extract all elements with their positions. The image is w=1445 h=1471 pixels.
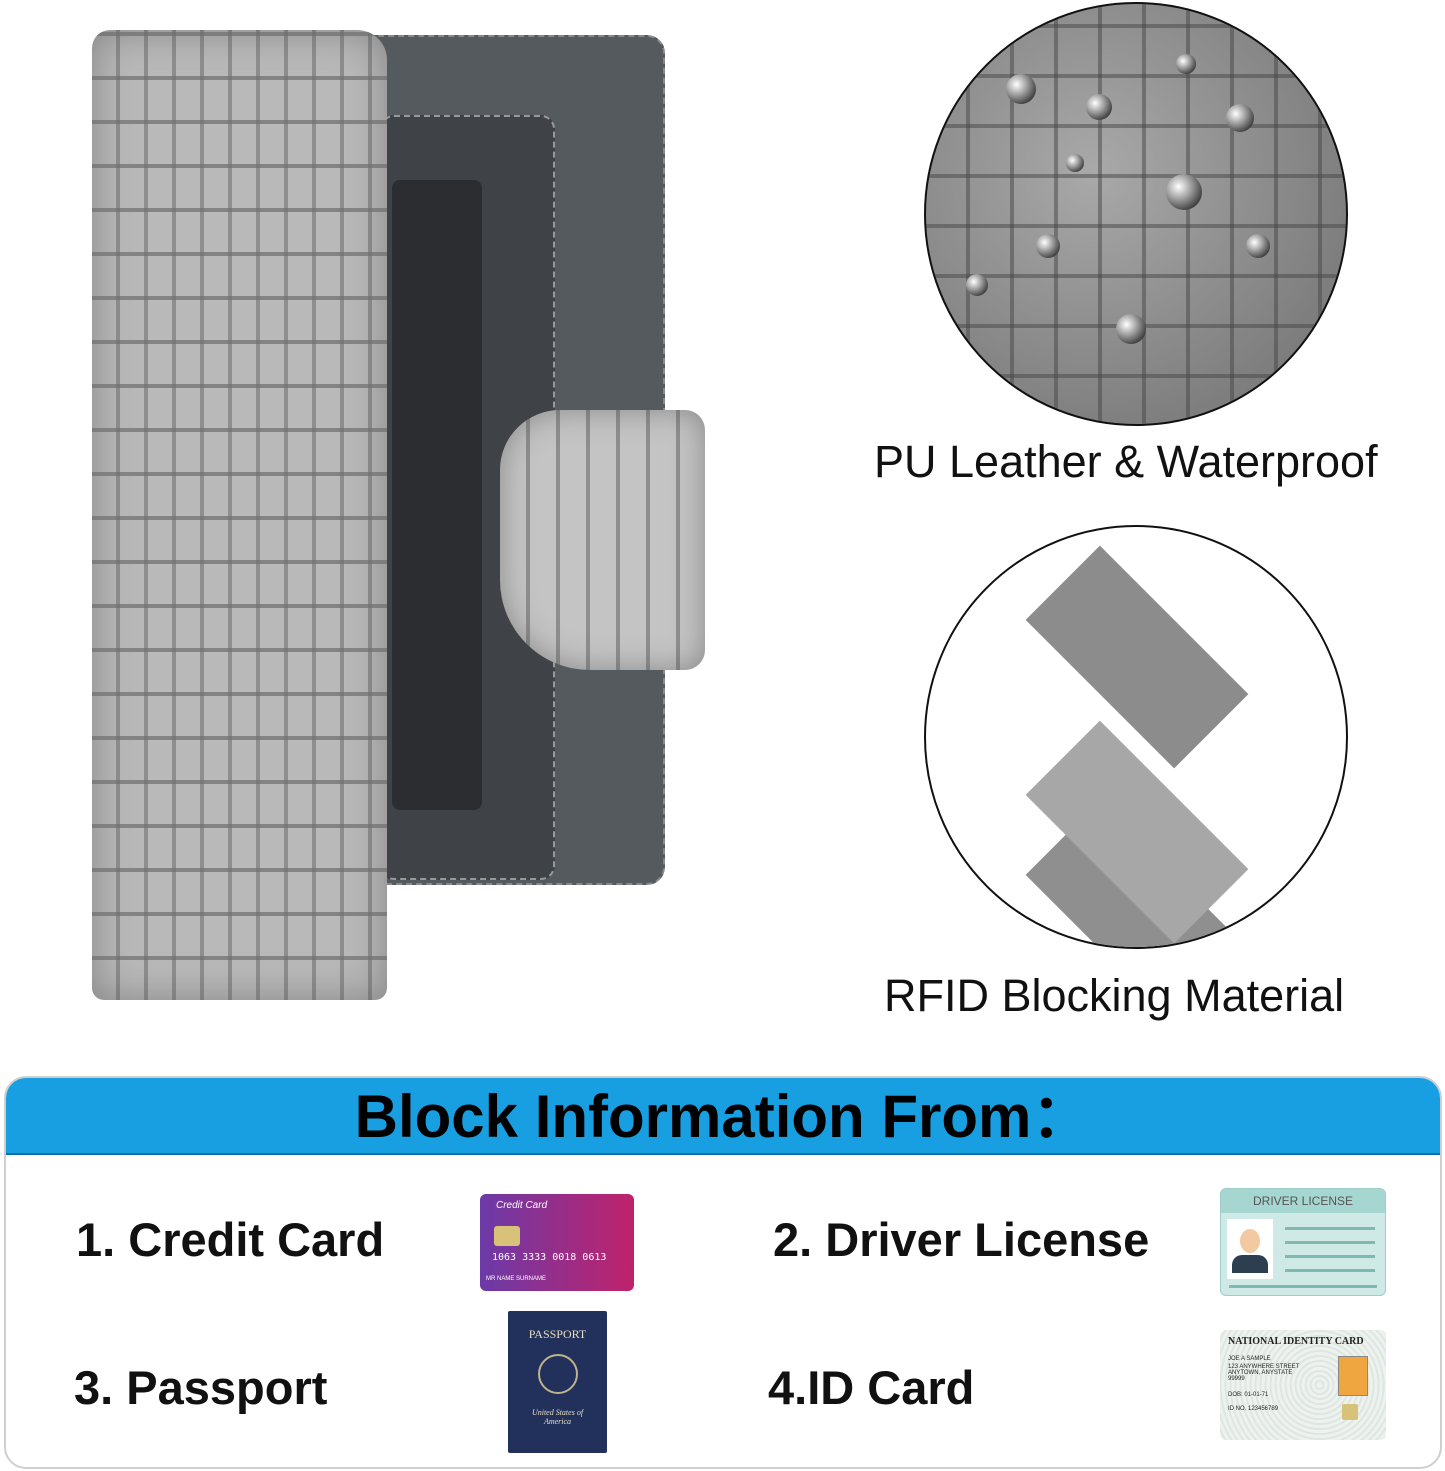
id-card-dob: DOB: 01-01-71 — [1228, 1392, 1269, 1398]
credit-card-number: 1063 3333 0018 0613 — [492, 1252, 607, 1263]
item-credit-card: 1. Credit Card — [76, 1213, 385, 1266]
waterproof-leather-image — [924, 2, 1348, 426]
credit-card-holder: MR NAME SURNAME — [486, 1276, 547, 1282]
passport-title: PASSPORT — [528, 1327, 587, 1341]
driver-license-thumbnail: DRIVER LICENSE — [1220, 1188, 1386, 1296]
passport-country: United States of America — [531, 1408, 584, 1426]
driver-license-title: DRIVER LICENSE — [1221, 1189, 1385, 1213]
item-driver-license: 2. Driver License — [773, 1213, 1150, 1266]
id-card-title: NATIONAL IDENTITY CARD — [1228, 1336, 1364, 1347]
feature-caption-rfid: RFID Blocking Material — [884, 970, 1345, 1021]
wallet-cover — [92, 30, 387, 1000]
wallet-snap-strap — [500, 410, 705, 670]
wallet-image — [0, 0, 720, 1010]
credit-card-title: Credit Card — [496, 1200, 548, 1211]
id-photo-icon — [1338, 1356, 1368, 1396]
chip-icon — [494, 1226, 520, 1246]
item-id-card: 4.ID Card — [768, 1361, 975, 1414]
feature-caption-waterproof: PU Leather & Waterproof — [874, 436, 1378, 487]
rfid-layers-image — [924, 525, 1348, 949]
item-passport: 3. Passport — [74, 1361, 328, 1414]
chip-icon — [1342, 1404, 1358, 1420]
wallet-id-window — [392, 180, 482, 810]
id-card-name: JOE A SAMPLE — [1228, 1356, 1271, 1362]
block-info-panel: Block Information From： 1. Credit Card 2… — [4, 1076, 1442, 1469]
eagle-seal-icon — [537, 1354, 578, 1394]
id-card-thumbnail: NATIONAL IDENTITY CARD JOE A SAMPLE 123 … — [1220, 1330, 1386, 1440]
block-info-title: Block Information From： — [6, 1078, 1440, 1155]
id-card-address: 123 ANYWHERE STREET ANYTOWN, ANYSTATE 99… — [1228, 1364, 1300, 1382]
credit-card-thumbnail: Credit Card 1063 3333 0018 0613 MR NAME … — [480, 1194, 634, 1291]
id-card-number: ID NO. 123456789 — [1228, 1406, 1279, 1412]
portrait-icon — [1227, 1219, 1273, 1279]
passport-thumbnail: PASSPORT United States of America — [508, 1311, 607, 1453]
